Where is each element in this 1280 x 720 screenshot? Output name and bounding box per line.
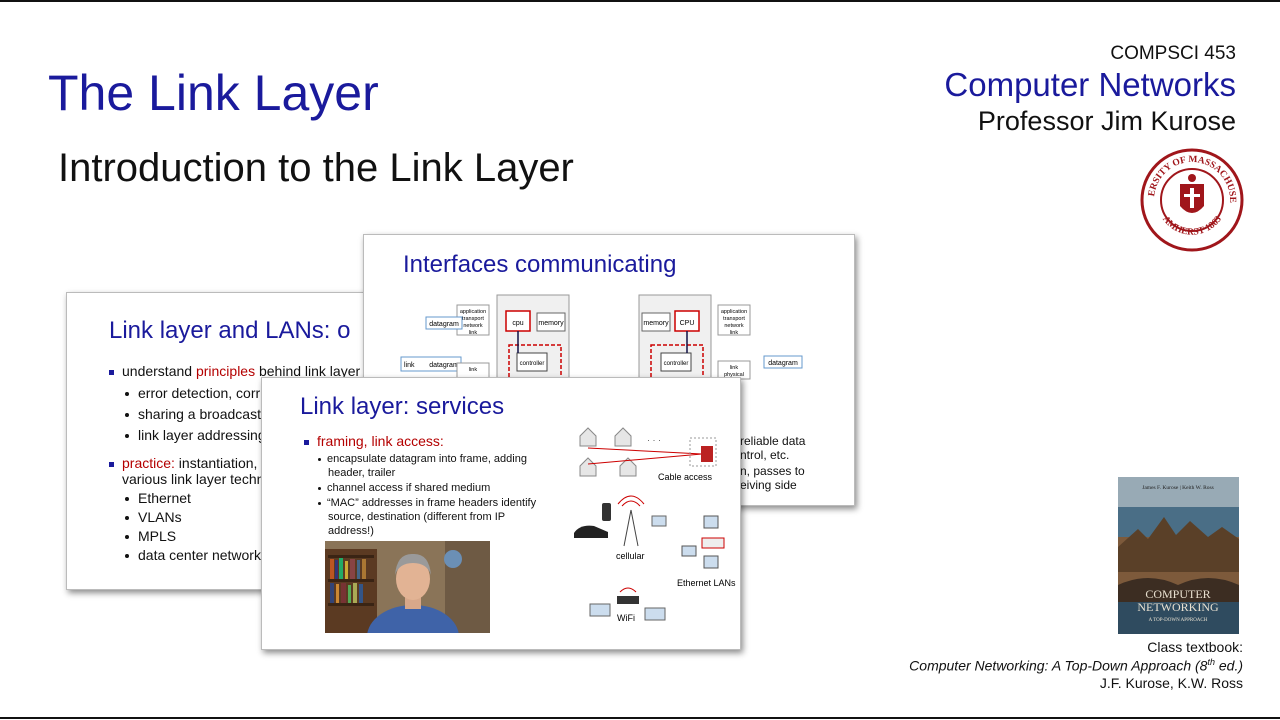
cable-access-label: Cable access [658,472,713,482]
thumb-lans-sub-5: VLANs [125,509,182,525]
instructor-video [325,541,490,633]
physical-right: physical [724,372,744,378]
app-right: application [721,309,747,315]
cpu-left-label: cpu [512,320,523,327]
cover-authors: James F. Kurose | Keith W. Ross [1142,485,1214,491]
thumb-ifc-title: Interfaces communicating [403,251,677,278]
textbook-cover-image: James F. Kurose | Keith W. Ross COMPUTER… [1118,477,1239,634]
ifc-right-text-1: reliable data [740,434,806,448]
controller-left-label: controller [520,361,545,367]
slide-title: The Link Layer [48,65,379,121]
umass-seal-logo: UNIVERSITY OF MASSACHUSETTS AMHERST 1863 [1140,148,1244,252]
textbook-caption-authors: J.F. Kurose, K.W. Ross [1099,675,1243,691]
svc-item-3: “MAC” addresses in frame headers identif… [318,497,536,511]
datagram-right: datagram [768,360,798,367]
thumb-lans-sub-6: MPLS [125,528,176,544]
textbook-caption-title: Computer Networking: A Top-Down Approach… [909,657,1243,674]
course-name: Computer Networks [944,66,1236,103]
cover-subtitle: A TOP-DOWN APPROACH [1149,618,1208,623]
ifc-right-text-3: n, passes to [740,464,805,478]
course-code: COMPSCI 453 [1110,43,1236,64]
svc-item-3-cont: source, destination (different from IP [328,511,506,523]
svc-item-1: encapsulate datagram into frame, adding [318,453,527,467]
thumb-lans-sub-2: sharing a broadcast [125,406,261,422]
thumb-lans-sub-4: Ethernet [125,490,191,506]
bottom-border [0,717,1280,719]
bullet-marker [109,369,114,375]
svc-bullet-1: framing, link access: [304,433,444,449]
memory-right-label: memory [643,320,669,327]
svc-item-1-cont: header, trailer [328,467,396,479]
slide-subtitle: Introduction to the Link Layer [58,146,574,190]
cellular-label: cellular [616,551,645,561]
cover-title-1: COMPUTER [1145,587,1210,601]
thumb-lans-sub-3: link layer addressing [125,427,266,443]
ifc-right-text-2: ntrol, etc. [740,448,790,462]
network-access-diagram: · · · Cable access cellular Ethernet LAN… [574,427,736,623]
datagram-left: datagram [429,321,459,328]
svc-item-2: channel access if shared medium [318,482,490,496]
thumbnail-link-layer-services: Link layer: services framing, link acces… [261,377,741,650]
network-left: network [463,323,483,329]
thumb-lans-title: Link layer and LANs: o [109,317,351,344]
cover-title-2: NETWORKING [1137,600,1219,614]
thumb-lans-bullet-2-cont: various link layer techn [122,471,265,487]
app-left: application [460,309,486,315]
top-border [0,0,1280,2]
svc-item-3-cont2: address!) [328,525,374,537]
ethernet-label: Ethernet LANs [677,578,736,588]
thumb-lans-bullet-1: understand principles behind link layer [109,363,360,379]
thumb-lans-sub-1: error detection, corr [125,385,260,401]
link-right: link [730,330,739,336]
cpu-right-label: CPU [680,320,695,327]
link-frame-left: link [404,362,415,369]
controller-right-label: controller [664,361,689,367]
transport-left: transport [462,316,484,322]
thumb-lans-bullet-2: practice: instantiation, [109,455,257,471]
professor-name: Professor Jim Kurose [977,106,1236,136]
transport-right: transport [723,316,745,322]
ifc-right-text-4: eiving side [740,478,797,492]
cable-ellipsis: · · · [647,435,661,445]
link-left: link [469,330,478,336]
network-right: network [724,323,744,329]
link-right-2: link [730,365,739,371]
datagram-frame-left: datagram [429,362,459,369]
memory-left-label: memory [538,320,564,327]
thumb-lans-sub-7: data center network [125,547,261,563]
textbook-caption-label: Class textbook: [1147,639,1243,655]
thumb-svc-title: Link layer: services [300,393,505,420]
link-left-2: link [469,367,478,373]
wifi-label: WiFi [617,613,635,623]
